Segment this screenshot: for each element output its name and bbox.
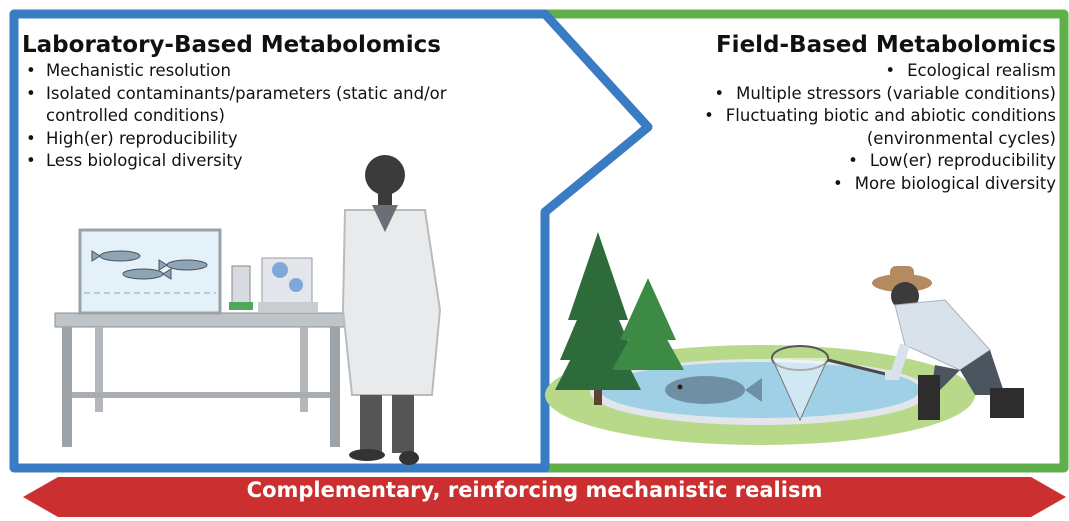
lab-bullet-item: High(er) reproducibility [8, 128, 447, 151]
field-bullet-item: More biological diversity [704, 173, 1056, 196]
lab-bullet-item: Isolated contaminants/parameters (static… [8, 83, 447, 128]
lab-bullet-item: Less biological diversity [8, 150, 447, 173]
field-bullet-item: Ecological realism [704, 60, 1056, 83]
banner-arrow [23, 477, 1066, 517]
lab-equipment-illustration [229, 257, 318, 312]
field-panel-title: Field-Based Metabolomics [715, 32, 1056, 58]
field-researcher-illustration [872, 266, 1024, 420]
zebrafish-icon [91, 250, 208, 280]
lab-bullet-item: Mechanistic resolution [8, 60, 447, 83]
scientist-illustration [341, 155, 442, 465]
field-bullet-item: Fluctuating biotic and abiotic condition… [704, 105, 1056, 128]
fish-icon [665, 376, 762, 404]
lab-bullet-list: Mechanistic resolution Isolated contamin… [8, 60, 447, 173]
dip-net-icon [771, 345, 891, 422]
field-bullet-item: Low(er) reproducibility [704, 150, 1056, 173]
aquarium-illustration [78, 228, 222, 315]
lab-table-illustration [54, 312, 351, 447]
pine-tree-icon [555, 232, 684, 405]
field-bullet-continuation: (environmental cycles) [866, 128, 1056, 148]
field-bullet-list: Ecological realism Multiple stressors (v… [704, 60, 1056, 195]
lab-panel-title: Laboratory-Based Metabolomics [22, 32, 441, 58]
banner-label: Complementary, reinforcing mechanistic r… [246, 478, 823, 502]
field-bullet-item: Multiple stressors (variable conditions) [704, 83, 1056, 106]
